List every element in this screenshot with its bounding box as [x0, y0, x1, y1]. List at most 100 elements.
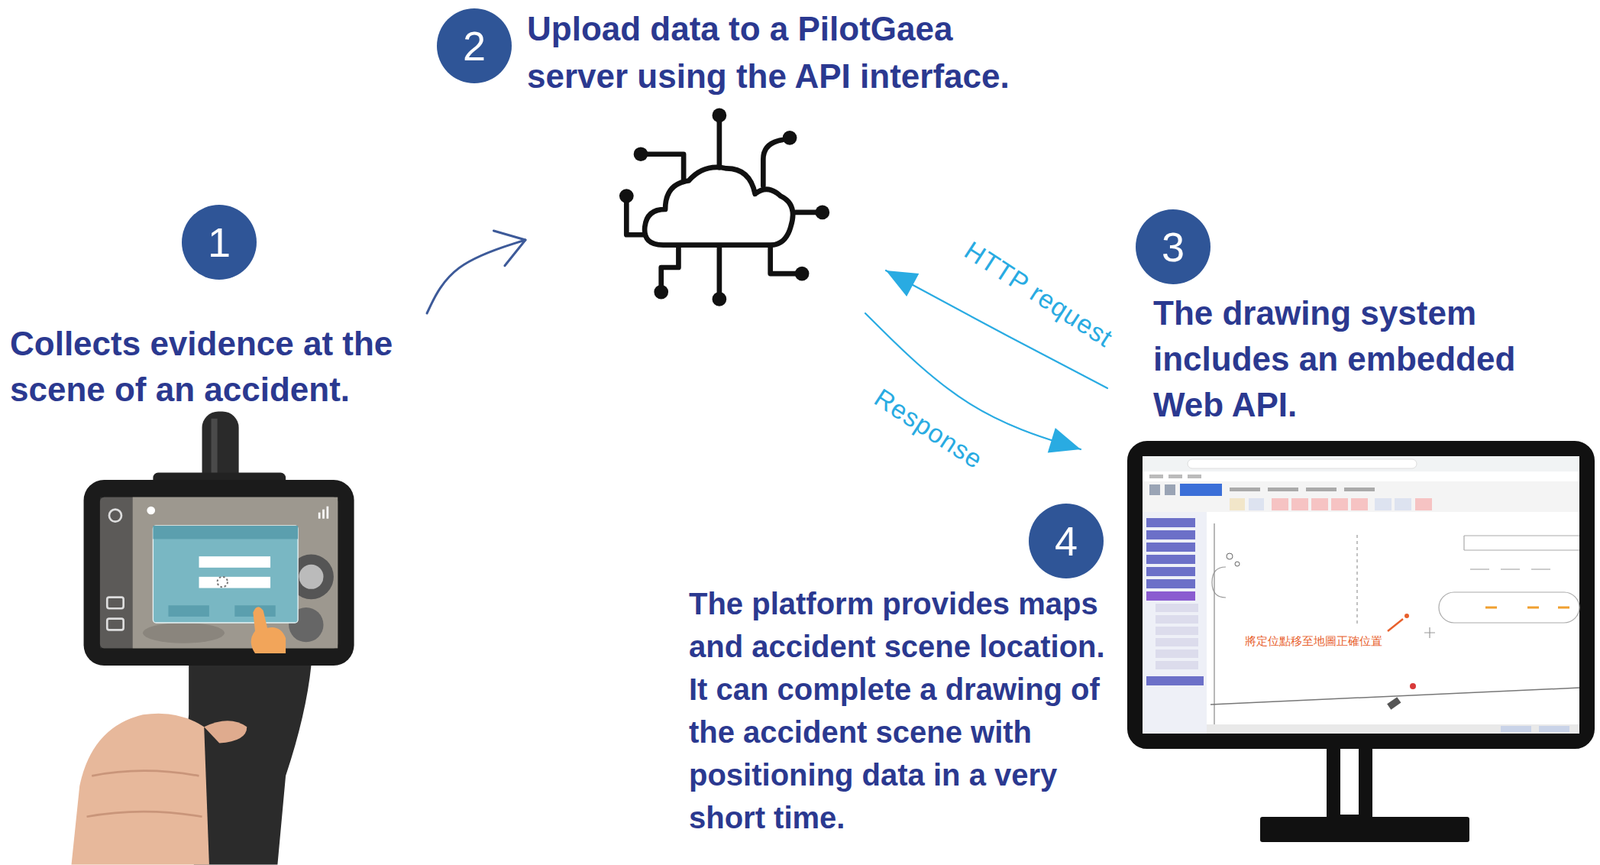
step-group: 4The platform provides maps and accident… — [688, 435, 1600, 848]
step-group: 1Collects evidence at the scene of an ac… — [9, 204, 423, 413]
illustration-part — [1164, 484, 1176, 495]
illustration-part — [646, 154, 684, 182]
illustration-part — [1187, 458, 1417, 469]
illustration-part — [142, 622, 225, 644]
illustration-part — [712, 291, 728, 307]
step-text: Collects evidence at the scene of an acc… — [9, 320, 423, 413]
step-description: Collects evidence at the scene of an acc… — [9, 320, 423, 413]
callout-number: 2 — [436, 8, 512, 84]
step-description: Upload data to a PilotGaea server using … — [526, 5, 1032, 101]
illustration-part — [1404, 613, 1410, 618]
illustration-part — [1229, 497, 1245, 511]
callout-number: 3 — [1135, 209, 1211, 285]
illustration-part — [1146, 591, 1196, 601]
illustration-part — [1179, 483, 1222, 496]
illustration-part — [1146, 566, 1196, 576]
illustration-part — [84, 479, 355, 666]
callout-number: 4 — [1028, 503, 1104, 579]
illustration-part — [1340, 748, 1359, 815]
illustration-part — [1155, 660, 1199, 670]
illustration-part — [1146, 578, 1196, 589]
illustration-part — [1213, 523, 1215, 725]
illustration-part — [1464, 535, 1580, 550]
step-description: The platform provides maps and accident … — [688, 581, 1119, 839]
illustration-part — [1351, 497, 1368, 511]
illustration-part — [814, 205, 830, 220]
cloud-network-icon — [519, 106, 886, 310]
illustration-part — [168, 604, 209, 617]
illustration-part — [712, 108, 728, 123]
illustration-part — [1149, 474, 1164, 479]
illustration-part — [1155, 649, 1199, 658]
illustration-part — [619, 188, 634, 204]
step-text: Upload data to a PilotGaea server using … — [526, 5, 1032, 101]
illustration-part — [1374, 497, 1392, 511]
illustration-part — [1155, 637, 1199, 647]
illustration-part — [1142, 511, 1207, 734]
illustration-part — [1470, 568, 1551, 569]
illustration-part — [146, 506, 156, 515]
illustration-part — [251, 606, 286, 653]
illustration-part — [1146, 542, 1196, 552]
illustration-part — [1146, 554, 1196, 564]
step-description: The drawing system includes an embedded … — [1153, 290, 1566, 428]
illustration-part — [1356, 534, 1358, 627]
illustration-part — [661, 246, 679, 285]
illustration-part — [318, 512, 321, 519]
illustration-part — [1146, 530, 1196, 540]
illustration-part — [91, 770, 199, 776]
illustration-part — [326, 506, 330, 519]
step-group: 3The drawing system includes an embedded… — [1107, 209, 1597, 431]
illustration-part — [1248, 497, 1264, 511]
illustration-part — [106, 618, 123, 631]
illustration-part — [132, 497, 339, 649]
illustration-part — [298, 564, 324, 589]
illustration-part — [1424, 627, 1436, 638]
illustration-part — [152, 525, 298, 623]
callout-number: 1 — [181, 204, 257, 280]
illustration-part — [1155, 626, 1199, 635]
illustration-part — [1386, 696, 1401, 710]
illustration-part — [762, 139, 783, 186]
illustration-part — [1344, 487, 1375, 492]
illustration-part — [1326, 748, 1373, 818]
step-group: 2Upload data to a PilotGaea server using… — [436, 8, 1048, 310]
illustration-part — [1142, 455, 1580, 472]
illustration-part — [1134, 448, 1588, 741]
edge-label: Response — [869, 382, 989, 475]
illustration-part — [1146, 675, 1204, 686]
illustration-part — [1168, 474, 1183, 479]
step-text: The platform provides maps and accident … — [688, 581, 1119, 839]
illustration-part — [1394, 497, 1412, 511]
illustration-part — [199, 555, 272, 568]
illustration-part — [203, 720, 247, 743]
illustration-part — [1226, 552, 1233, 560]
illustration-part — [653, 284, 669, 300]
illustration-part — [1271, 497, 1289, 511]
illustration-part — [1187, 474, 1202, 479]
step-text: The drawing system includes an embedded … — [1153, 290, 1566, 428]
illustration-part — [644, 167, 793, 246]
illustration-part — [1409, 682, 1416, 689]
illustration-part — [1229, 487, 1261, 492]
illustration-part — [322, 509, 325, 519]
illustration-part — [770, 246, 796, 274]
illustration-part — [1387, 618, 1403, 631]
illustration-part — [106, 597, 123, 609]
illustration-part — [87, 811, 203, 817]
illustration-part — [626, 122, 815, 292]
callout-circle: 2 — [436, 8, 512, 84]
illustration-part — [717, 122, 723, 168]
illustration-part — [1260, 816, 1470, 842]
illustration-part — [152, 525, 298, 539]
screen-hint: 將定位點移至地圖正確位置 — [1244, 633, 1383, 649]
illustration-part — [626, 202, 645, 236]
illustration-part — [633, 146, 649, 162]
illustration-part — [1485, 606, 1570, 609]
illustration-part — [71, 713, 210, 865]
illustration-part — [795, 210, 815, 216]
illustration-part — [217, 576, 228, 587]
flow-arrow — [426, 239, 526, 314]
callout-circle: 4 — [1028, 503, 1104, 579]
